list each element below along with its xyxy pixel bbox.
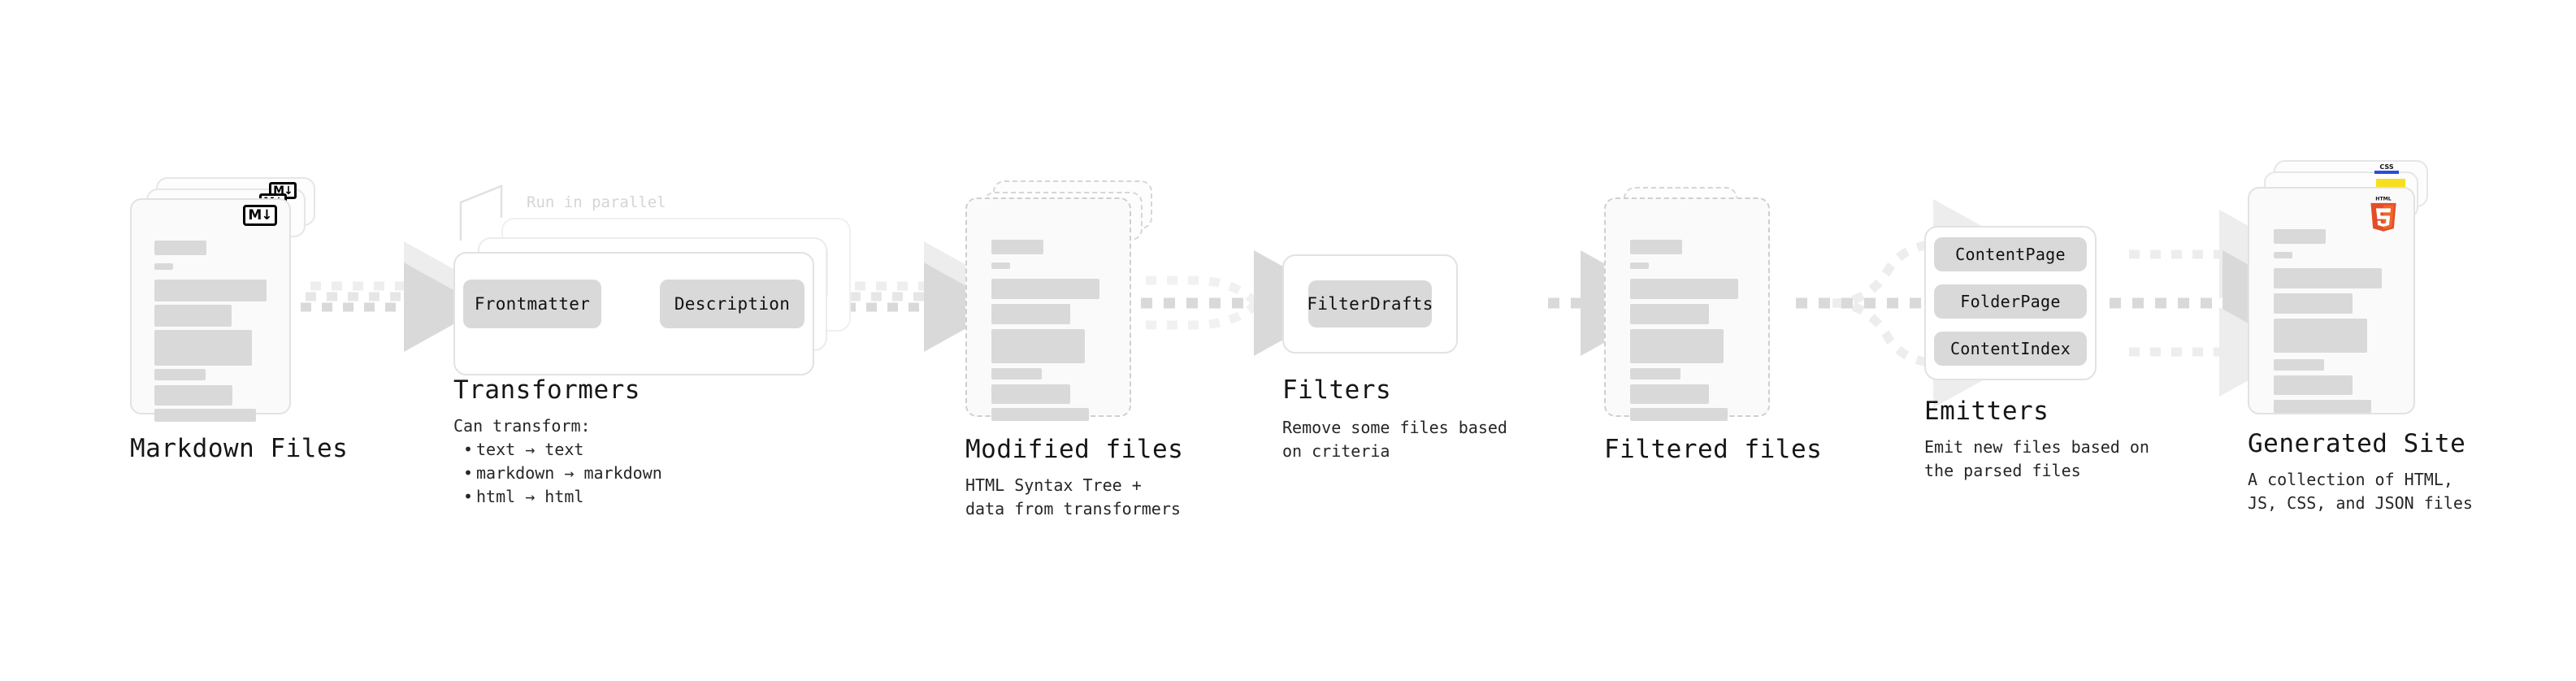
modified-files-desc: HTML Syntax Tree + data from transformer…	[965, 475, 1181, 518]
emitter-node-contentindex[interactable]: ContentIndex	[1934, 332, 2087, 366]
transformer-node-description[interactable]: Description	[660, 280, 804, 328]
doc-bar	[991, 408, 1089, 421]
doc-bar	[154, 369, 206, 380]
doc-bar	[1630, 279, 1738, 299]
transformers-desc-lead: Can transform:	[453, 416, 591, 436]
filtered-card-front	[1604, 197, 1770, 421]
transformer-bullet: text → text	[460, 438, 662, 462]
doc-bar	[2274, 268, 2382, 288]
markdown-card-front	[130, 198, 291, 422]
transformer-bullet: html → html	[460, 485, 662, 509]
doc-bar	[991, 368, 1042, 380]
transformers-title: Transformers	[453, 375, 640, 405]
arrow-emitters-to-site	[2110, 210, 2318, 397]
generated-site-desc: A collection of HTML, JS, CSS, and JSON …	[2248, 470, 2473, 513]
transformers-bullets: text → text markdown → markdown html → h…	[460, 438, 662, 509]
parallel-bracket	[459, 184, 503, 241]
doc-bar	[154, 330, 252, 366]
doc-bar	[1630, 384, 1709, 404]
doc-bar	[1630, 368, 1680, 380]
site-card-front	[2248, 187, 2415, 414]
doc-bar	[154, 385, 232, 406]
doc-bar	[2274, 319, 2367, 353]
arrow-modified-to-filters	[1141, 250, 1349, 356]
filter-node-filterdrafts[interactable]: FilterDrafts	[1307, 280, 1433, 327]
doc-bar	[2274, 293, 2353, 314]
doc-bar	[2274, 359, 2324, 371]
doc-bar	[2274, 229, 2326, 244]
markdown-icon: M↓	[243, 205, 277, 226]
generated-site-title: Generated Site	[2248, 429, 2466, 458]
markdown-files-title: Markdown Files	[130, 434, 349, 463]
doc-bar	[991, 384, 1070, 404]
doc-bar	[991, 240, 1043, 254]
emitters-desc: Emit new files based on the parsed files	[1924, 437, 2149, 480]
transformer-node-frontmatter[interactable]: Frontmatter	[463, 280, 601, 328]
doc-bar	[991, 304, 1070, 324]
filtered-files-title: Filtered files	[1604, 435, 1823, 464]
doc-bar	[2274, 400, 2371, 413]
doc-bar	[1630, 329, 1724, 363]
css-icon: CSS	[2374, 164, 2399, 174]
arrow-markdown-to-transformers	[301, 241, 484, 352]
modified-files-title: Modified files	[965, 435, 1184, 464]
doc-bar	[154, 409, 256, 422]
filters-title: Filters	[1282, 375, 1392, 405]
doc-bar	[2274, 252, 2292, 258]
doc-bar	[1630, 304, 1709, 324]
html5-icon: HTML	[2370, 197, 2396, 232]
doc-bar	[154, 305, 232, 327]
svg-text:HTML: HTML	[2375, 197, 2391, 202]
doc-bar	[991, 329, 1085, 363]
doc-bar	[991, 279, 1099, 299]
emitter-node-folderpage[interactable]: FolderPage	[1934, 284, 2087, 319]
emitter-node-contentpage[interactable]: ContentPage	[1934, 237, 2087, 271]
doc-bar	[1630, 240, 1682, 254]
doc-bar	[154, 280, 267, 301]
filters-desc: Remove some files based on criteria	[1282, 418, 1507, 461]
doc-bar	[991, 262, 1010, 269]
arrow-filtered-to-emitters	[1796, 199, 2028, 408]
doc-bar	[1630, 262, 1649, 269]
emitters-title: Emitters	[1924, 397, 2049, 426]
modified-card-front	[965, 197, 1131, 421]
doc-bar	[154, 263, 173, 270]
run-in-parallel-label: Run in parallel	[527, 193, 666, 211]
doc-bar	[1630, 408, 1728, 421]
doc-bar	[2274, 375, 2353, 395]
transformer-bullet: markdown → markdown	[460, 462, 662, 485]
doc-bar	[154, 241, 206, 255]
